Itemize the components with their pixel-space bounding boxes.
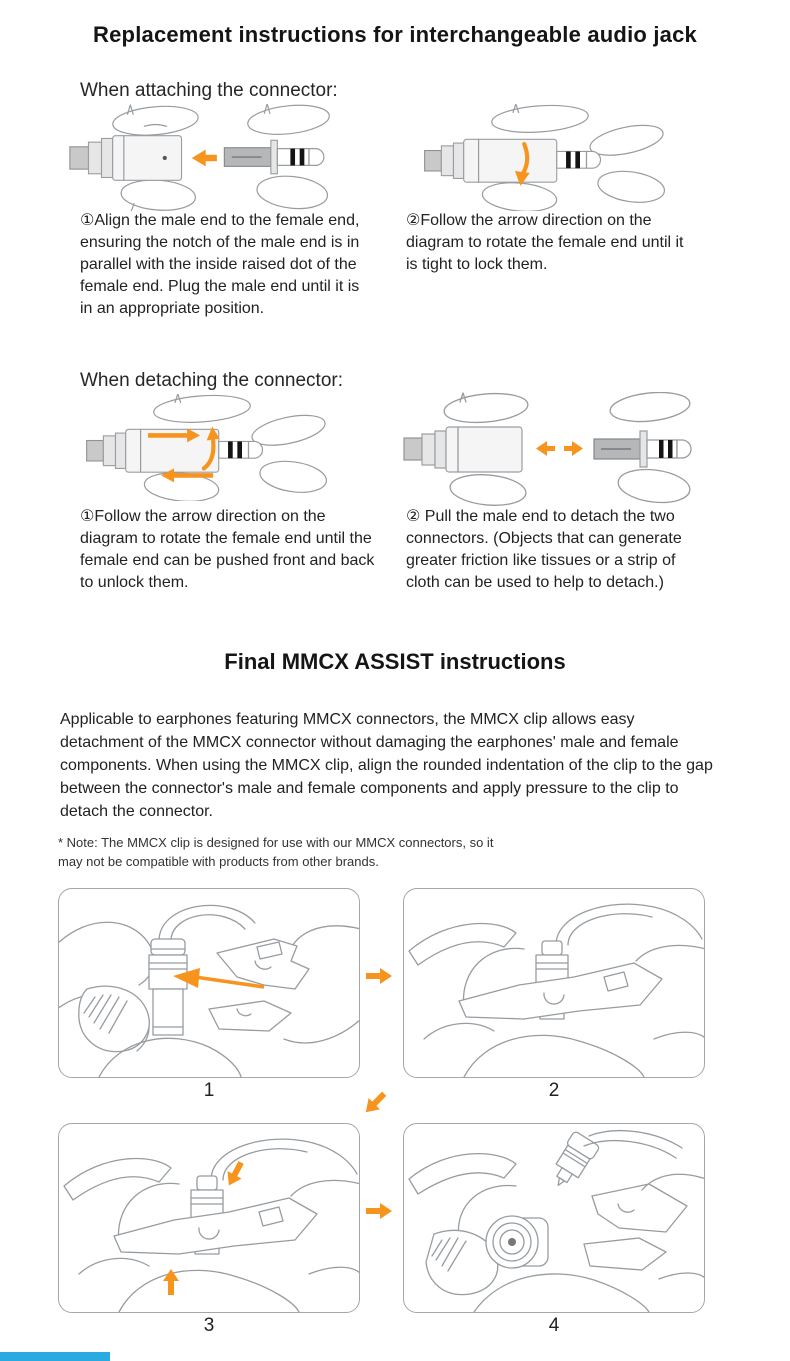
detach-step2-text: ② Pull the male end to detach the two co… bbox=[406, 508, 682, 591]
connected-assembly bbox=[424, 138, 601, 183]
step-panel-4 bbox=[403, 1123, 705, 1313]
thumb-hatching bbox=[431, 1237, 467, 1272]
step-label-3: 3 bbox=[203, 1315, 215, 1336]
arrow-right-icon bbox=[366, 1198, 392, 1229]
mmcx-note: * Note: The MMCX clip is designed for us… bbox=[58, 835, 494, 869]
step-label-4: 4 bbox=[548, 1315, 560, 1336]
step4-illustration bbox=[408, 1129, 704, 1312]
arrow-down-left-icon bbox=[362, 1090, 388, 1121]
unlock-arrows-icon bbox=[148, 426, 220, 483]
press-up-arrow-icon bbox=[163, 1269, 179, 1295]
step1-illustration bbox=[59, 904, 359, 1077]
mmcx-clip bbox=[113, 1197, 318, 1255]
detach-section-heading: When detaching the connector: bbox=[80, 370, 344, 391]
mmcx-clip bbox=[208, 938, 310, 1032]
mmcx-paragraph: Applicable to earphones featuring MMCX c… bbox=[60, 711, 713, 820]
detach-step2-figure bbox=[398, 392, 698, 507]
step-panel-3 bbox=[58, 1123, 360, 1313]
step-label-2: 2 bbox=[548, 1080, 560, 1101]
hand-outline bbox=[112, 104, 199, 211]
female-connector bbox=[69, 135, 183, 181]
arrow-left-icon bbox=[191, 149, 217, 167]
pull-apart-arrows-icon bbox=[536, 441, 583, 456]
connected-assembly bbox=[86, 428, 263, 473]
mmcx-section-heading: Final MMCX ASSIST instructions bbox=[224, 649, 566, 674]
mmcx-connector bbox=[148, 938, 188, 1036]
step3-illustration bbox=[63, 1138, 359, 1312]
hand-outline bbox=[481, 104, 666, 211]
arrow-left-icon bbox=[173, 968, 265, 989]
mmcx-clip bbox=[458, 962, 663, 1020]
attach-step2-text: ②Follow the arrow direction on the diagr… bbox=[406, 212, 684, 273]
hand-outline bbox=[143, 394, 328, 501]
male-connector-lifted bbox=[555, 1131, 600, 1186]
step2-illustration bbox=[408, 903, 704, 1077]
mmcx-clip bbox=[583, 1183, 688, 1271]
thumb-hatching bbox=[83, 994, 128, 1034]
step-label-1: 1 bbox=[203, 1080, 215, 1101]
detach-step1-figure bbox=[62, 394, 342, 501]
male-connector bbox=[223, 139, 325, 175]
page-title: Replacement instructions for interchange… bbox=[93, 22, 697, 47]
bottom-blue-bar bbox=[0, 1352, 110, 1361]
attach-section-heading: When attaching the connector: bbox=[80, 80, 338, 101]
female-socket bbox=[485, 1215, 549, 1269]
step-panel-1 bbox=[58, 888, 360, 1078]
attach-step1-figure bbox=[62, 104, 342, 211]
arrow-right-icon bbox=[366, 963, 392, 994]
rotate-arrow-icon bbox=[514, 141, 530, 186]
female-connector bbox=[403, 426, 523, 473]
hand-outline bbox=[443, 392, 691, 506]
detach-step1-text: ①Follow the arrow direction on the diagr… bbox=[80, 508, 375, 591]
hand-outline bbox=[247, 104, 330, 210]
male-connector bbox=[593, 430, 692, 468]
press-down-arrow-icon bbox=[227, 1161, 244, 1186]
attach-step2-figure bbox=[400, 104, 680, 211]
attach-step1-text: ①Align the male end to the female end, e… bbox=[80, 212, 360, 317]
step-panel-2 bbox=[403, 888, 705, 1078]
